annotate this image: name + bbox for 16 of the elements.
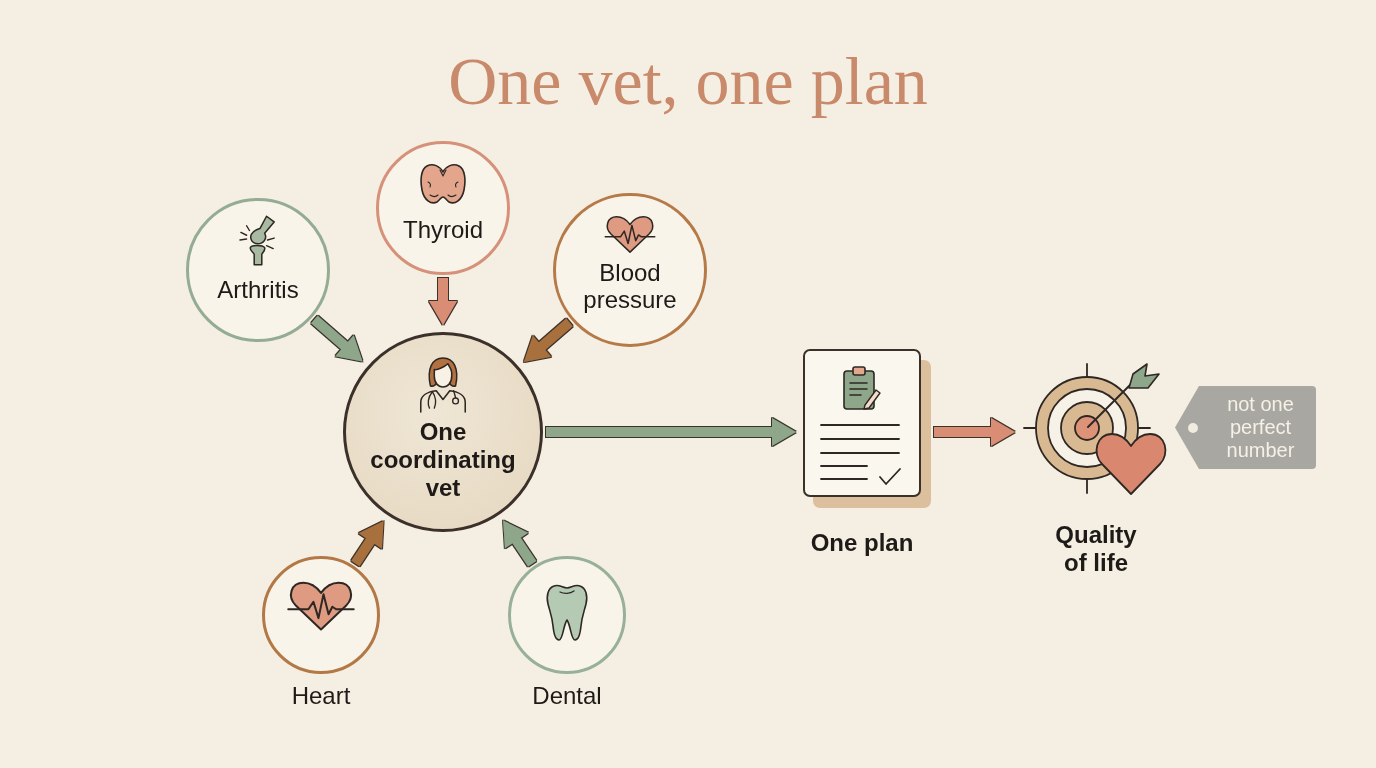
arrow — [523, 318, 573, 362]
vet-label: One coordinating vet — [369, 417, 517, 502]
title: One vet, one plan — [448, 42, 928, 121]
condition-label: Dental — [532, 682, 602, 709]
arrow — [351, 520, 384, 567]
condition-label: Heart — [291, 682, 351, 709]
condition-label: Thyroid — [403, 215, 483, 243]
note-tag: not one perfect number — [1175, 386, 1316, 469]
arrow — [546, 418, 796, 446]
condition-label: Blood pressure — [582, 258, 678, 313]
condition-label: Arthritis — [217, 275, 299, 303]
arrow — [429, 278, 457, 325]
arrow — [934, 418, 1015, 446]
arrow — [503, 520, 537, 567]
outcome-label: Quality of life — [1054, 521, 1138, 577]
plan-label: One plan — [810, 529, 914, 557]
